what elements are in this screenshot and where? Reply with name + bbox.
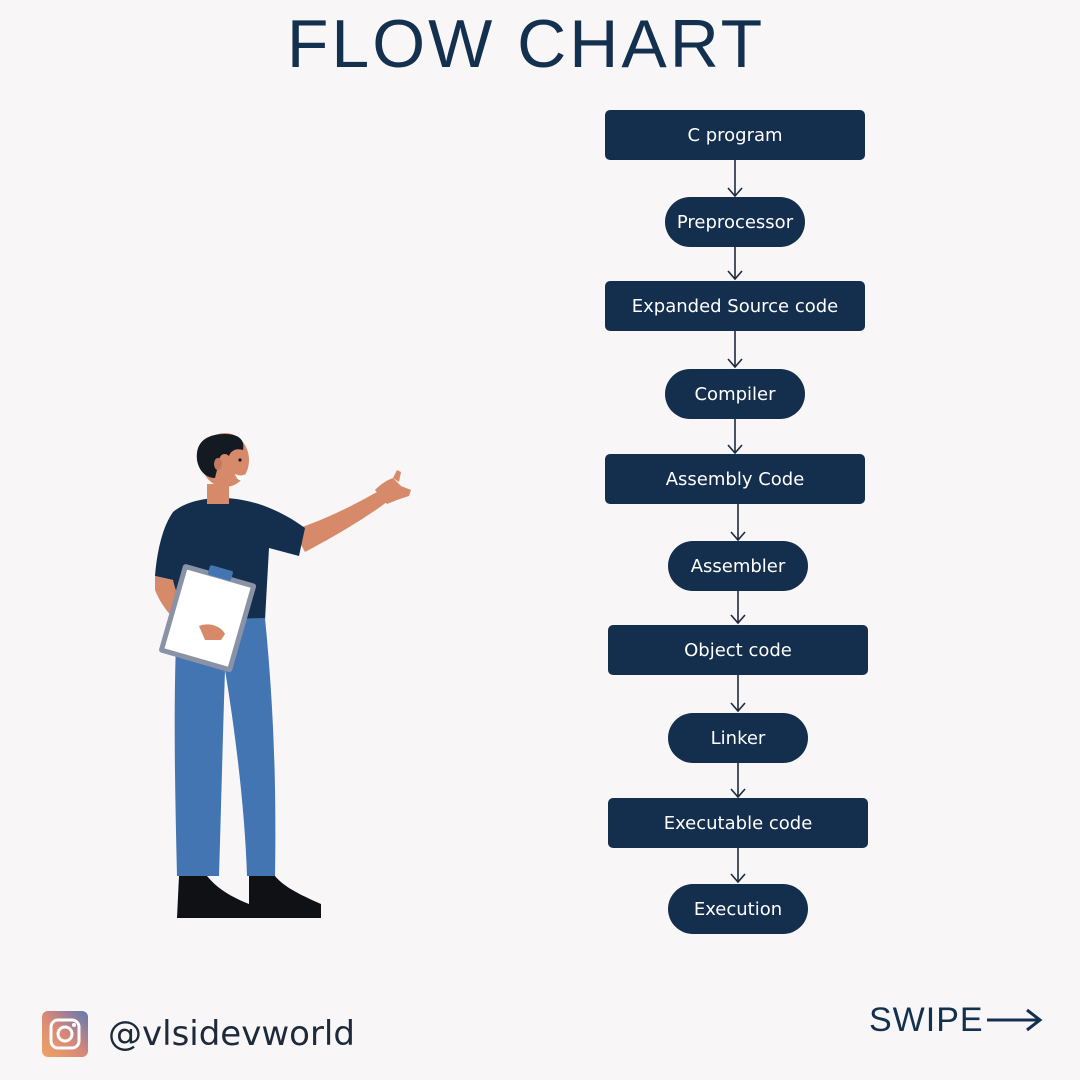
flow-node-assembler: Assembler — [668, 541, 808, 591]
flow-node-execution: Execution — [668, 884, 808, 934]
flow-arrow — [730, 675, 746, 713]
flow-arrow — [727, 160, 743, 198]
flow-node-c-program: C program — [605, 110, 865, 160]
presenter-illustration — [125, 430, 425, 925]
flow-arrow — [730, 591, 746, 625]
instagram-icon — [42, 1011, 88, 1057]
flow-node-linker: Linker — [668, 713, 808, 763]
flow-arrow — [730, 763, 746, 799]
flow-arrow — [727, 247, 743, 281]
flow-node-assembly-code: Assembly Code — [605, 454, 865, 504]
flow-node-expanded-source-code: Expanded Source code — [605, 281, 865, 331]
flow-node-object-code: Object code — [608, 625, 868, 675]
flow-node-executable-code: Executable code — [608, 798, 868, 848]
flow-arrow — [727, 419, 743, 455]
social-handle[interactable]: @vlsidevworld — [108, 1014, 355, 1054]
flow-node-compiler: Compiler — [665, 369, 805, 419]
flow-arrow — [730, 848, 746, 884]
flow-arrow — [730, 504, 746, 542]
flow-arrow — [727, 331, 743, 369]
arrow-right-icon — [985, 1008, 1043, 1032]
swipe-label: SWIPE — [869, 1001, 984, 1039]
flow-node-preprocessor: Preprocessor — [665, 197, 805, 247]
page-title: FLOW CHART — [286, 6, 766, 82]
